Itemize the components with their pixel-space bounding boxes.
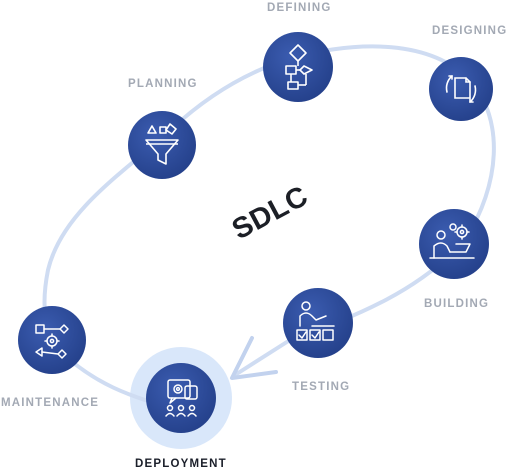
node-defining (263, 32, 333, 102)
flowchart-icon (285, 44, 313, 90)
node-testing (283, 288, 353, 358)
node-designing (429, 57, 493, 121)
deployment-team-icon (165, 379, 198, 417)
label-maintenance: MAINTENANCE (1, 397, 100, 409)
arrowhead-icon (230, 336, 278, 380)
node-planning (128, 111, 196, 179)
document-cycle-icon (445, 75, 477, 103)
funnel-icon (145, 123, 179, 165)
node-deployment (146, 363, 216, 433)
label-defining: DEFINING (267, 2, 332, 14)
label-building: BUILDING (424, 298, 490, 310)
path-segment-left (42, 56, 294, 402)
label-deployment: DEPLOYMENT (135, 458, 227, 470)
person-laptop-gears-icon (429, 223, 475, 259)
label-planning: PLANNING (128, 78, 198, 90)
path-segment-right (233, 44, 496, 377)
label-testing: TESTING (292, 381, 351, 393)
workflow-gear-icon (35, 324, 69, 359)
node-building (419, 209, 489, 279)
label-designing: DESIGNING (432, 25, 508, 37)
node-maintenance (18, 306, 86, 374)
person-checkboxes-icon (296, 301, 335, 341)
